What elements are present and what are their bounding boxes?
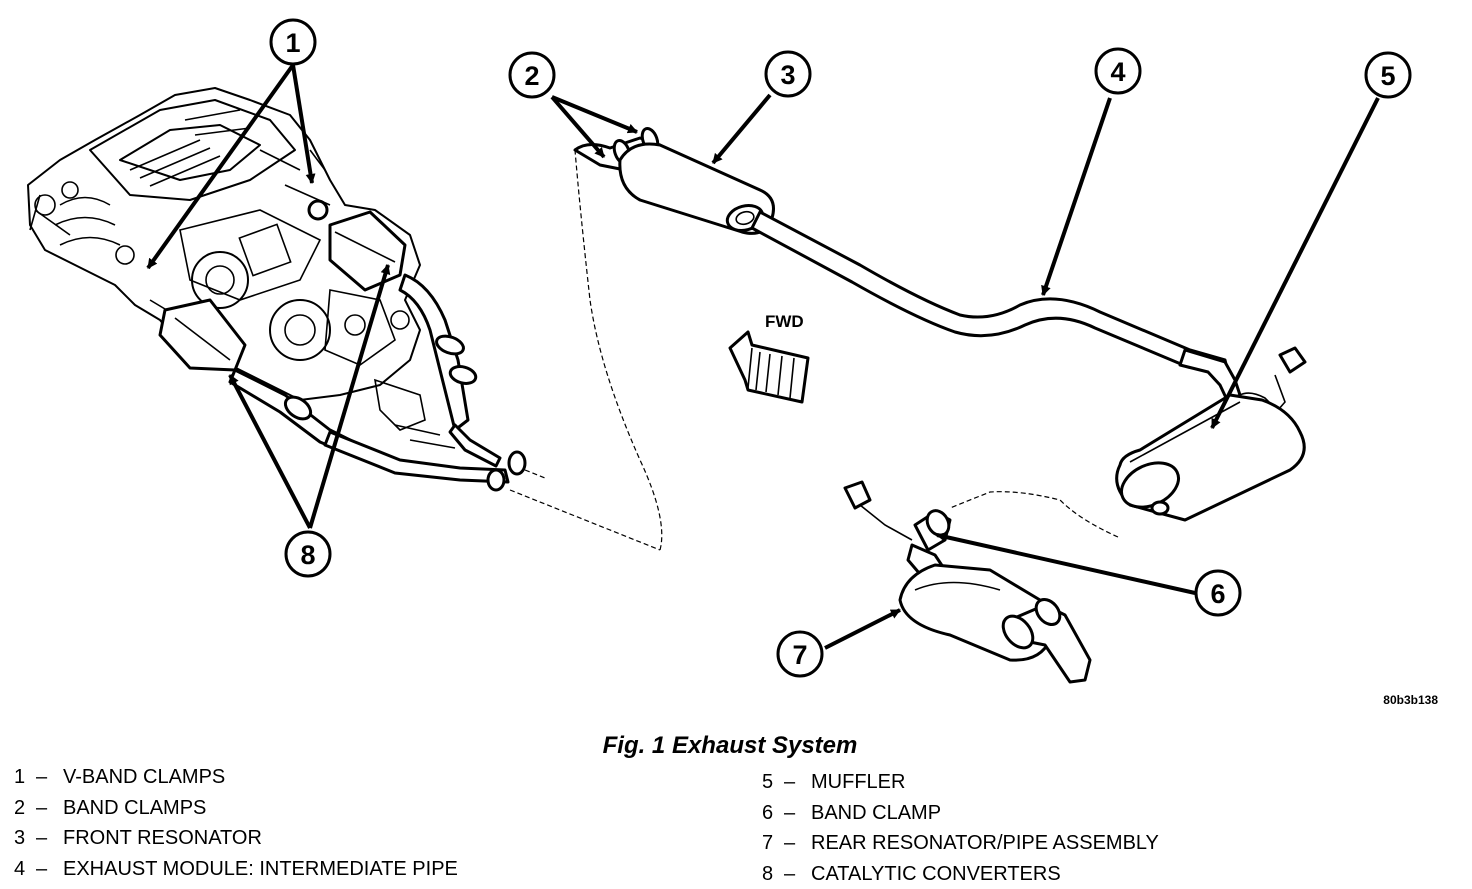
svg-text:6: 6 [1210,579,1225,609]
callout-6: 6 [1196,571,1240,615]
svg-text:7: 7 [792,640,807,670]
svg-text:4: 4 [1110,57,1125,87]
svg-text:5: 5 [1380,61,1395,91]
svg-text:2: 2 [524,61,539,91]
legend-right: 5–MUFFLER 6–BAND CLAMP 7–REAR RESONATOR/… [762,767,1159,889]
legend-item: 4–EXHAUST MODULE: INTERMEDIATE PIPE [14,854,458,885]
legend-item: 5–MUFFLER [762,767,1159,798]
figure-id: 80b3b138 [1383,693,1438,707]
callout-3: 3 [766,52,810,96]
fwd-label: FWD [765,312,804,331]
callout-4: 4 [1096,49,1140,93]
legend-item: 6–BAND CLAMP [762,798,1159,829]
legend-item: 3–FRONT RESONATOR [14,823,458,854]
legend-item: 1–V-BAND CLAMPS [14,762,458,793]
callout-8: 8 [286,532,330,576]
callout-7: 7 [778,632,822,676]
legend-left: 1–V-BAND CLAMPS 2–BAND CLAMPS 3–FRONT RE… [14,762,458,884]
callout-1: 1 [271,20,315,64]
muffler-illustration [950,393,1304,537]
legend-item: 8–CATALYTIC CONVERTERS [762,859,1159,889]
svg-text:3: 3 [780,60,795,90]
figure-caption: Fig. 1 Exhaust System [0,732,1472,760]
rear-resonator-illustration [845,482,1090,682]
forward-direction-indicator: FWD [730,312,808,402]
callout-5: 5 [1366,53,1410,97]
svg-text:1: 1 [285,28,300,58]
legend-item: 7–REAR RESONATOR/PIPE ASSEMBLY [762,828,1159,859]
svg-text:8: 8 [300,540,315,570]
engine-assembly-illustration [28,88,660,550]
callout-2: 2 [510,53,554,97]
legend-item: 2–BAND CLAMPS [14,793,458,824]
